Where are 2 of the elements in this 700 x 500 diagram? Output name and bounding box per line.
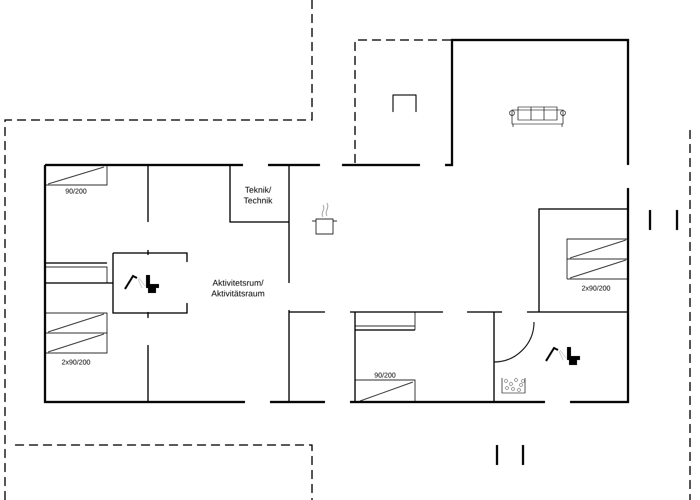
- room-label: Aktivitetsrum/ Aktivitätsraum: [211, 280, 264, 296]
- room-label: Teknik/ Technik: [244, 186, 272, 204]
